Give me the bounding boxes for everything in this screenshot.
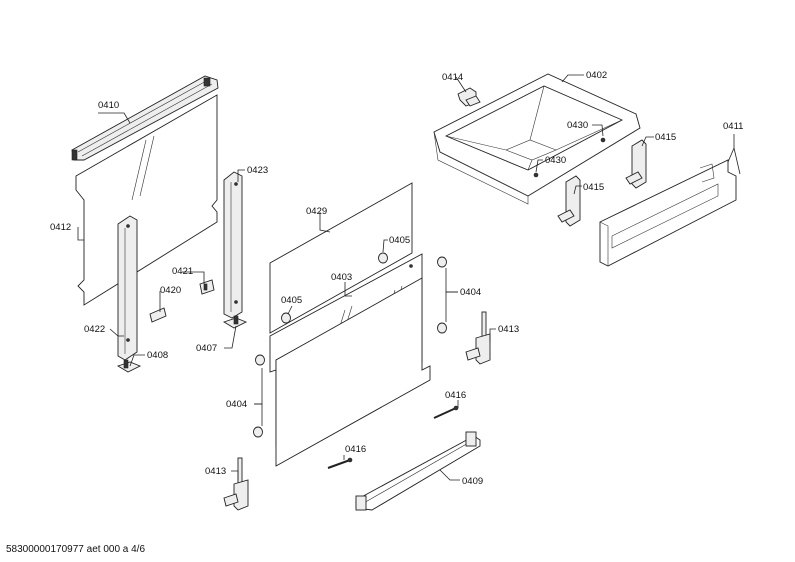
label-0408: 0408: [147, 350, 168, 361]
part-bumpers: [253, 252, 447, 438]
label-0416-upper: 0416: [445, 390, 466, 401]
part-door-handle: [355, 431, 481, 511]
label-0404-left: 0404: [226, 399, 247, 410]
part-pin-upper-0416: [433, 405, 459, 419]
leader-lines: [77, 74, 741, 481]
label-0405-upper: 0405: [389, 235, 410, 246]
label-0413-right: 0413: [498, 324, 519, 335]
part-bracket-0414: [457, 87, 481, 107]
part-runner-lower-0415: [557, 175, 581, 227]
label-0404-right: 0404: [460, 287, 481, 298]
part-door-outer: [275, 277, 431, 467]
part-drawer-front: [599, 159, 737, 267]
part-back-panel: [75, 94, 218, 306]
label-0412: 0412: [50, 222, 71, 233]
label-0416-lower: 0416: [345, 444, 366, 455]
part-hinge-left-0413: [223, 457, 249, 511]
label-0403: 0403: [331, 272, 352, 283]
label-0430-lower: 0430: [545, 155, 566, 166]
part-pin-lower-0416: [327, 457, 353, 469]
label-0415-lower: 0415: [583, 182, 604, 193]
part-hinge-0407: [222, 315, 248, 329]
label-0429: 0429: [306, 206, 327, 217]
part-right-rail: [223, 171, 243, 319]
label-0409: 0409: [462, 476, 483, 487]
label-0410: 0410: [98, 100, 119, 111]
label-0430-upper: 0430: [567, 120, 588, 131]
part-hinge-right-0413: [465, 311, 491, 365]
label-0407: 0407: [196, 343, 217, 354]
part-hinge-0408: [116, 359, 142, 373]
part-left-rail: [117, 215, 138, 361]
part-top-trim: [71, 75, 219, 161]
label-0420: 0420: [160, 285, 181, 296]
label-0414: 0414: [442, 72, 463, 83]
part-runner-upper-0415: [625, 139, 647, 189]
label-0413-left: 0413: [205, 466, 226, 477]
label-0423: 0423: [247, 165, 268, 176]
label-0411: 0411: [723, 121, 743, 132]
document-reference: 58300000170977 aet 000 a 4/6: [6, 544, 145, 555]
part-drawer-tray: [433, 73, 641, 205]
part-clip-0420: [149, 307, 167, 323]
label-0402: 0402: [586, 70, 607, 81]
label-0421: 0421: [172, 266, 193, 277]
label-0415-upper: 0415: [655, 132, 676, 143]
label-0422: 0422: [84, 324, 105, 335]
part-clip-0421: [199, 279, 215, 295]
part-inner-glass: [269, 182, 413, 334]
label-0405-lower: 0405: [281, 295, 302, 306]
